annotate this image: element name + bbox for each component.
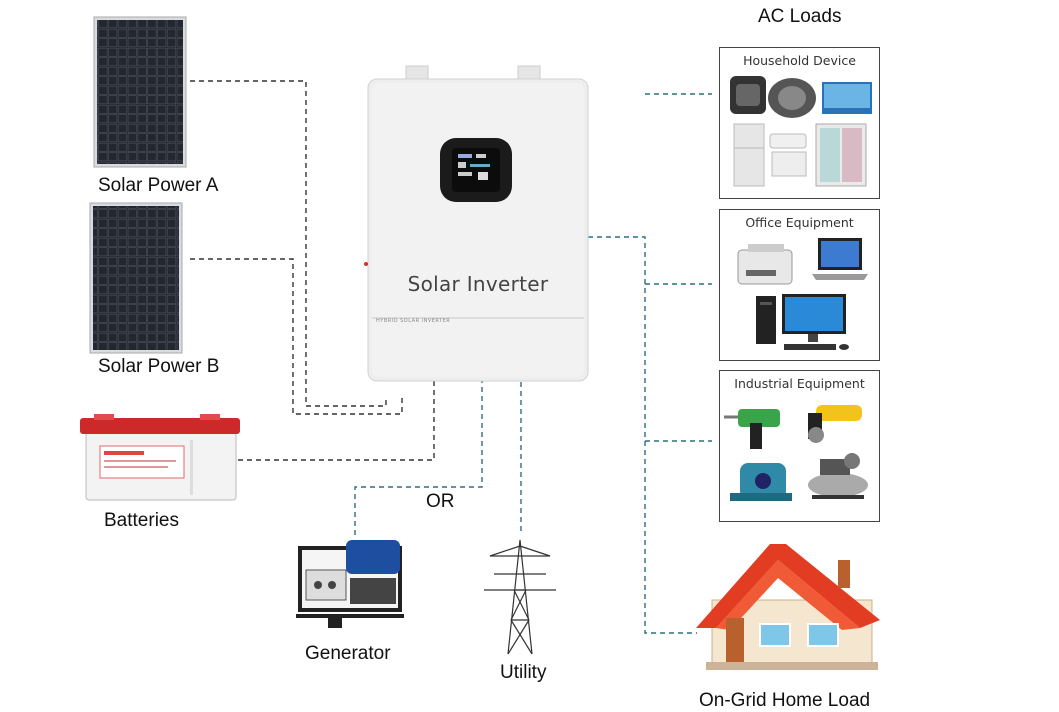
label-solar-power-a: Solar Power A <box>98 175 219 196</box>
label-solar-power-b: Solar Power B <box>98 356 220 377</box>
industrial-equipment-title: Industrial Equipment <box>734 376 865 391</box>
label-on-grid-home-load: On-Grid Home Load <box>699 690 871 711</box>
office-equipment-title: Office Equipment <box>745 215 854 230</box>
label-batteries: Batteries <box>104 510 179 531</box>
label-utility: Utility <box>500 662 547 683</box>
household-appliances-image <box>730 76 872 187</box>
inverter-title: Solar Inverter <box>407 272 549 296</box>
office-equipment-box: Office Equipment <box>719 209 880 361</box>
industrial-equipment-box: Industrial Equipment <box>719 370 880 522</box>
household-device-title: Household Device <box>743 53 856 68</box>
line-solar-a <box>190 80 387 407</box>
line-ac-bus <box>588 236 697 634</box>
line-generator <box>354 381 483 535</box>
industrial-equipment-image <box>724 405 868 501</box>
label-ac-loads: AC Loads <box>758 6 842 27</box>
office-equipment-image <box>737 238 868 350</box>
line-batteries <box>238 381 435 461</box>
label-or: OR <box>426 491 455 512</box>
inverter-model-text: HYBRID SOLAR INVERTER <box>376 318 451 324</box>
household-device-box: Household Device <box>719 47 880 199</box>
line-solar-b <box>190 258 403 415</box>
label-generator: Generator <box>305 643 391 664</box>
